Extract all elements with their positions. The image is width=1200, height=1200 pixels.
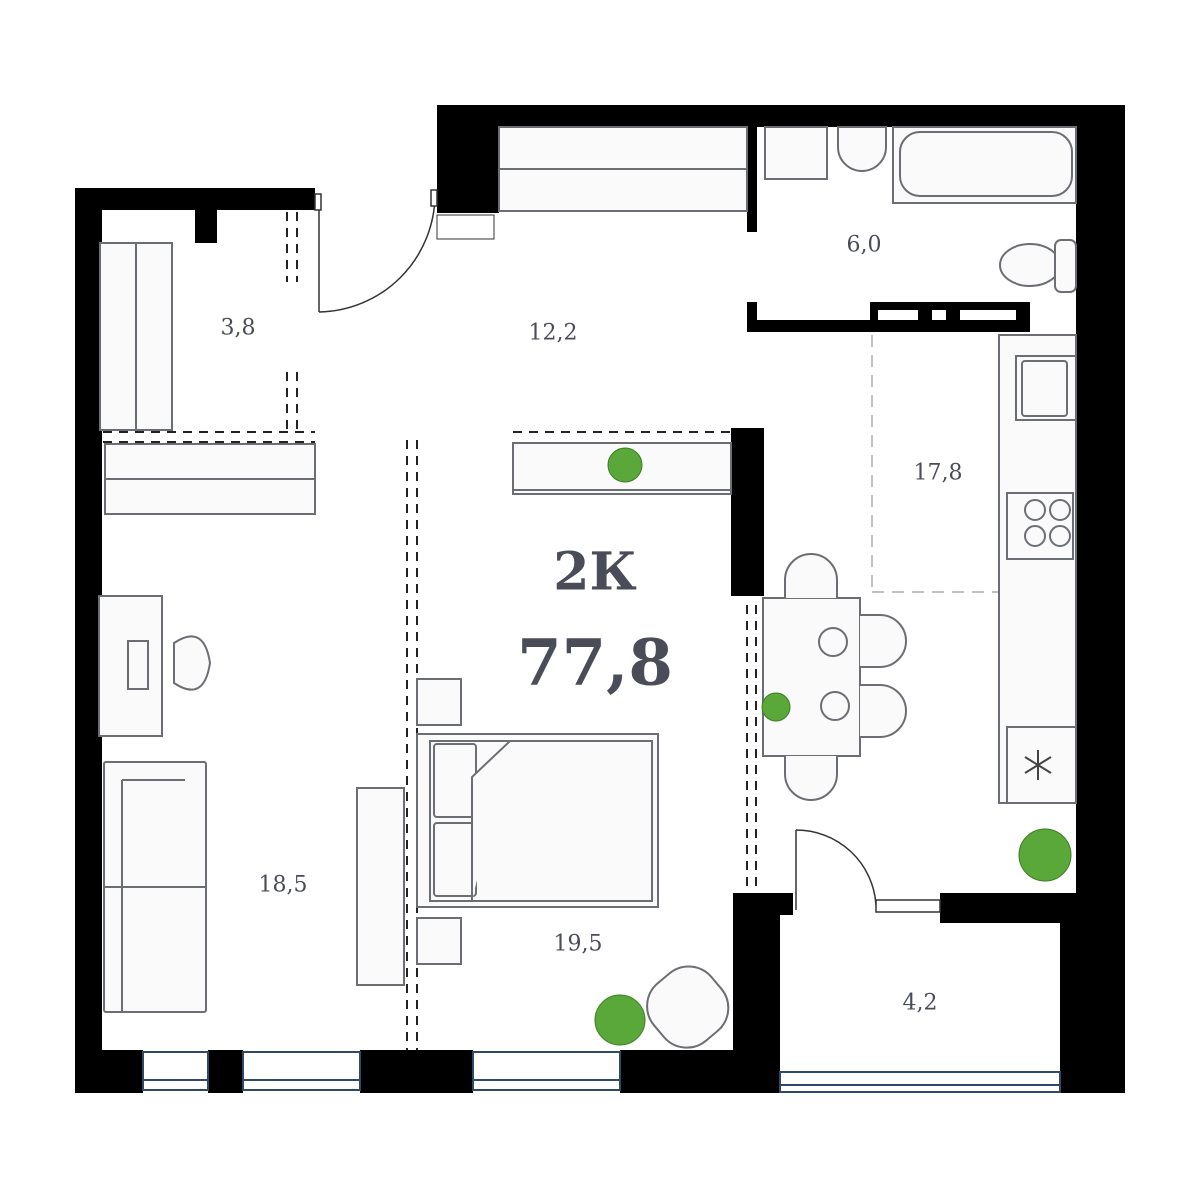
plants xyxy=(594,447,1072,1046)
tv-stand xyxy=(356,787,405,986)
room-area-living-room: 18,5 xyxy=(258,872,308,898)
room-area-hallway: 12,2 xyxy=(528,320,578,346)
apartment-type: 2К xyxy=(553,541,637,603)
washing-machine xyxy=(764,126,828,180)
total-area: 77,8 xyxy=(517,625,673,701)
toilet xyxy=(999,243,1061,287)
furniture xyxy=(98,126,1077,1049)
fridge xyxy=(1006,726,1077,804)
room-area-bathroom: 6,0 xyxy=(846,232,882,258)
plant-icon xyxy=(607,447,643,483)
plant-icon xyxy=(594,994,646,1046)
armchair xyxy=(646,965,730,1049)
room-area-kitchen: 17,8 xyxy=(913,460,963,486)
walls xyxy=(75,105,1125,1093)
plant-icon xyxy=(1018,828,1072,882)
snowflake-icon xyxy=(1024,750,1052,780)
windows xyxy=(142,1051,1061,1093)
room-area-wardrobe: 3,8 xyxy=(220,315,256,341)
room-area-balcony: 4,2 xyxy=(902,990,938,1016)
plant-icon xyxy=(761,692,791,722)
doors xyxy=(314,189,941,913)
dining-table xyxy=(762,597,861,757)
room-area-bedroom: 19,5 xyxy=(553,931,603,957)
